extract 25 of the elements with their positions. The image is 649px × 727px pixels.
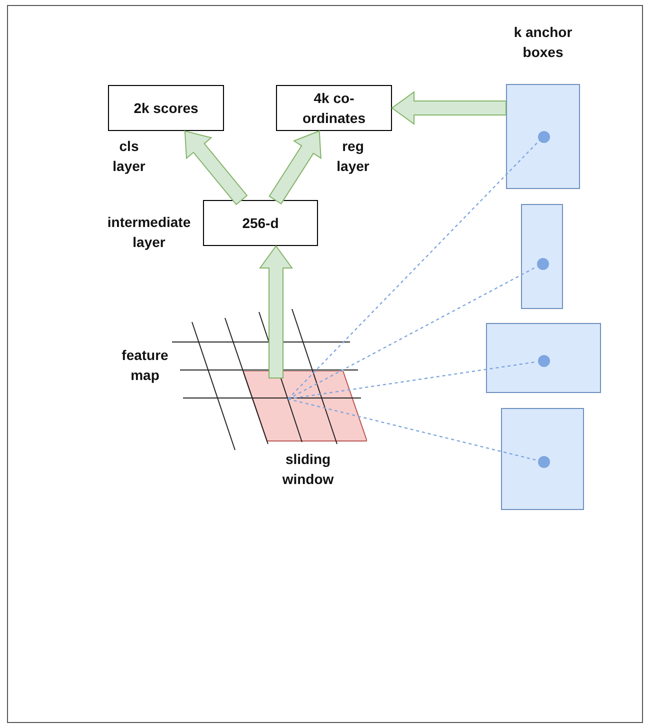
- anchor-center-dot: [538, 355, 550, 367]
- layer-box: 256-d: [203, 200, 318, 246]
- dashed-projection-line: [288, 140, 540, 400]
- layer-caption: reg layer: [336, 137, 370, 176]
- anchor-box: [501, 408, 584, 510]
- dashed-projection-line: [288, 398, 538, 461]
- anchor-box: [521, 204, 563, 309]
- block-arrow: [391, 91, 506, 125]
- anchor-center-dot: [537, 258, 549, 270]
- sliding-window-label: sliding window: [281, 450, 335, 490]
- block-arrow: [259, 245, 293, 378]
- layer-box: 2k scores: [108, 85, 224, 131]
- feature-map-label: feature map: [120, 346, 170, 386]
- anchor-center-dot: [538, 456, 550, 468]
- anchor-boxes-label: k anchor boxes: [512, 23, 574, 62]
- anchor-box: [506, 84, 580, 189]
- layer-caption: intermediate layer: [106, 213, 192, 252]
- layer-box: 4k co-ordinates: [276, 85, 392, 131]
- dashed-projection-line: [288, 361, 538, 400]
- block-arrow: [184, 130, 248, 206]
- block-arrow: [268, 130, 322, 204]
- dashed-projection-line: [288, 266, 538, 400]
- layer-caption: cls layer: [112, 137, 146, 176]
- anchor-center-dot: [538, 131, 550, 143]
- anchor-box: [486, 323, 601, 393]
